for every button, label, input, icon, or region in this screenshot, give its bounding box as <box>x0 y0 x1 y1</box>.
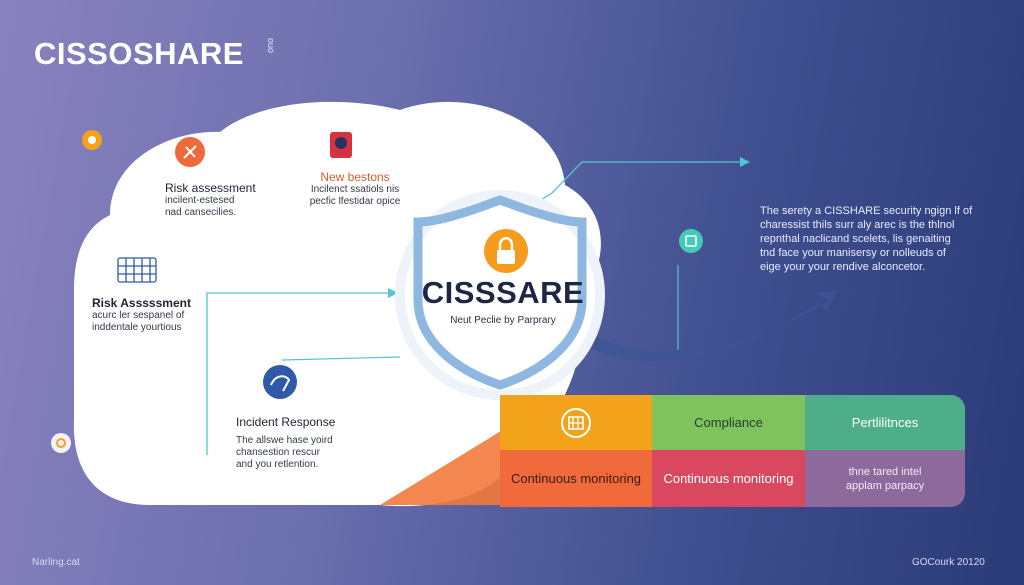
lock-shackle-icon <box>498 237 514 250</box>
bar-cell-applam: thne tared intel applam parpacy <box>805 450 965 507</box>
shield-subtitle: Neut Peclie by Parprary <box>450 315 556 326</box>
right-description: The serety a CISSHARE security ngign lf … <box>760 204 980 274</box>
node-text: inddentale yourtious <box>92 322 182 333</box>
node-new-bestons: New bestons Incilenct ssatiols nis pecfi… <box>290 170 420 208</box>
curved-arrow <box>585 290 838 362</box>
node-text: The allswe hase yoird <box>236 435 333 446</box>
small-gear-icon <box>51 433 71 453</box>
shield-title: CISSSARE <box>421 275 585 310</box>
footer-right: GOCourk 20120 <box>912 557 985 568</box>
footer-left: Narling.cat <box>32 557 80 568</box>
node-title: New bestons <box>320 170 390 184</box>
shield-inner <box>430 214 570 371</box>
description-line: tnd face your manisersy or nolleuds of <box>760 247 946 259</box>
incident-icon-badge <box>263 365 297 399</box>
node-text: acurc ler sespanel of <box>92 310 185 321</box>
node-title: Risk Asssssment <box>92 296 191 310</box>
connector-line-lower <box>281 356 401 361</box>
bar-cell-continuous-monitoring-1: Continuous monitoring <box>500 450 652 507</box>
feature-bar-bottom-row: Continuous monitoring Continuous monitor… <box>500 450 965 507</box>
shield-label: CISSSARE Neut Peclie by Parprary <box>420 275 586 326</box>
node-risk-assessment-top: Risk assessment incilent-estesed nad can… <box>165 181 285 219</box>
building-grid-icon <box>561 407 591 438</box>
teal-check-icon <box>679 229 703 253</box>
description-line: eige your your rendive alconcetor. <box>760 261 926 273</box>
lock-body-icon <box>497 250 515 264</box>
building-icon <box>117 257 157 283</box>
node-title: Risk assessment <box>165 181 256 195</box>
shield-outline <box>413 195 587 390</box>
description-line: repnthal naclicand scelets, lis genaitin… <box>760 233 951 245</box>
node-text: and you retlention. <box>236 459 319 470</box>
feature-bar-top-row: Compliance Pertlilitnces <box>500 395 965 450</box>
connector-line-middle <box>206 292 392 455</box>
node-text: Incilenct ssatiols nis <box>310 184 400 195</box>
node-text: chansestion rescur <box>236 447 320 458</box>
bar-cell-pertlilitnces: Pertlilitnces <box>805 395 965 450</box>
arrow-head-top <box>740 157 750 167</box>
node-title: Incident Response <box>236 415 336 429</box>
node-risk-assessment-left: Risk Asssssment acurc ler sespanel of in… <box>92 296 212 334</box>
node-incident-response: Incident Response The allswe hase yoird … <box>236 415 366 471</box>
node-text: incilent-estesed <box>165 195 235 206</box>
bar-cell-compliance: Compliance <box>652 395 805 450</box>
node-text: pecfic lfestidar opice <box>309 196 401 207</box>
bar-cell-continuous-monitoring-2: Continuous monitoring <box>652 450 805 507</box>
feature-bar: Compliance Pertlilitnces Continuous moni… <box>500 395 965 507</box>
bar-cell-monitoring-icon <box>500 395 652 450</box>
arrow-head-middle <box>388 288 398 298</box>
brand-title: CISSOSHARE <box>34 36 244 71</box>
brand-subtitle: ouo <box>266 38 276 54</box>
node-text: nad cansecilies. <box>165 207 237 218</box>
description-line: The serety a CISSHARE security ngign lf … <box>760 205 973 217</box>
description-line: charessist thils surr aly arec is the th… <box>760 219 955 231</box>
